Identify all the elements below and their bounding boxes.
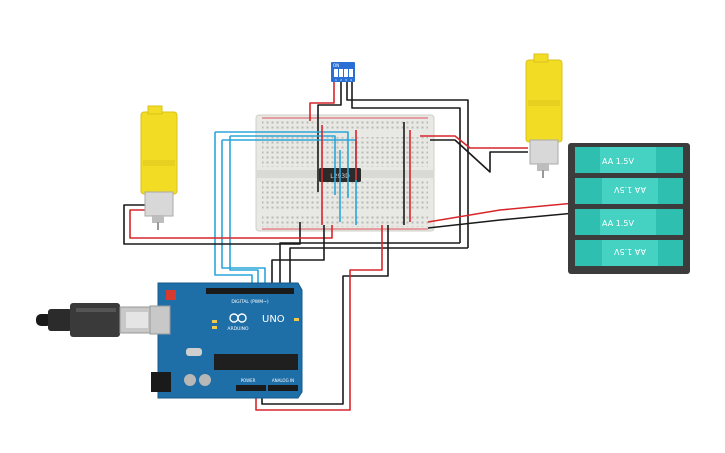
atmega-chip <box>214 354 298 370</box>
svg-text:AA 1.5V: AA 1.5V <box>614 185 646 194</box>
dip-switch[interactable]: ON <box>331 62 355 82</box>
digital-label: DIGITAL (PWM~) <box>231 299 269 305</box>
arduino-logo-text: ARDUINO <box>227 326 249 332</box>
dip-switch-number: 1 <box>335 78 337 82</box>
left-dc-motor[interactable] <box>140 105 178 230</box>
svg-text:AA 1.5V: AA 1.5V <box>614 247 646 256</box>
analog-header[interactable] <box>268 385 298 391</box>
usb-cable[interactable] <box>36 303 157 337</box>
reset-button[interactable] <box>166 290 176 300</box>
power-header[interactable] <box>236 385 266 391</box>
dip-switch-number: 3 <box>345 78 347 82</box>
right-dc-motor[interactable] <box>525 53 563 178</box>
dip-on-label: ON <box>333 63 339 68</box>
battery-pack[interactable]: AA 1.5V AA 1.5V AA 1.5V AA 1.5V <box>568 143 690 274</box>
dip-switch-number: 4 <box>350 78 352 82</box>
battery-cell: AA 1.5V <box>575 147 683 173</box>
battery-cell: AA 1.5V <box>575 178 683 204</box>
battery-cell: AA 1.5V <box>575 209 683 235</box>
analog-label: ANALOG IN <box>272 378 294 383</box>
digital-header[interactable] <box>206 288 294 294</box>
svg-text:AA 1.5V: AA 1.5V <box>602 157 634 166</box>
arduino-model: UNO <box>262 314 285 325</box>
dip-switch-number: 2 <box>340 78 342 82</box>
wires <box>123 82 576 411</box>
battery-cell: AA 1.5V <box>575 240 683 266</box>
power-label: POWER <box>241 378 256 383</box>
arduino-uno[interactable]: DIGITAL (PWM~) ARDUINO UNO POWER ANALOG … <box>149 282 303 399</box>
svg-text:AA 1.5V: AA 1.5V <box>602 219 634 228</box>
